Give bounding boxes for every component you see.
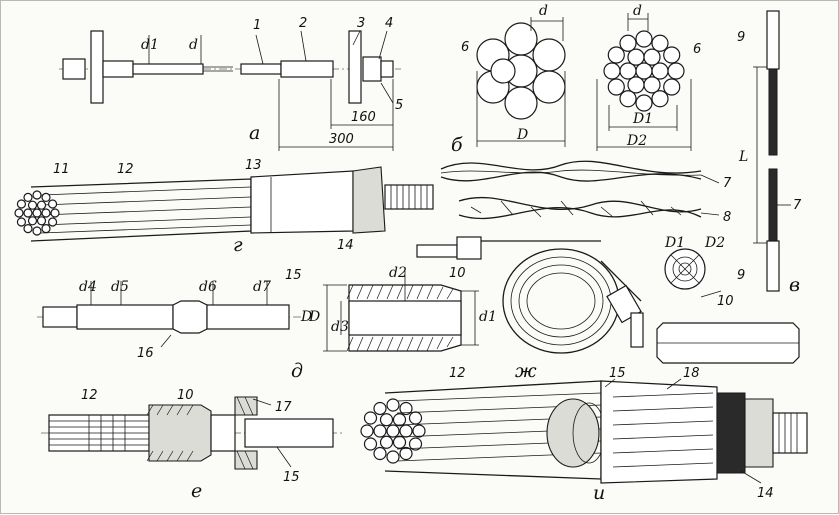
panel-v-letter: в xyxy=(789,274,800,296)
dim-d5: d5 xyxy=(111,279,129,295)
dim-d6: d6 xyxy=(199,279,217,295)
anchor-end-view xyxy=(664,248,722,298)
callout-3: 3 xyxy=(357,16,365,31)
dim-D1-end: D1 xyxy=(664,235,685,251)
callout-9-top: 9 xyxy=(737,30,745,45)
callout-6-right: 6 xyxy=(693,42,701,57)
panel-b-letter: б xyxy=(451,134,463,156)
panel-zh-letter: ж xyxy=(515,360,537,382)
callout-14-g: 14 xyxy=(337,238,354,253)
dim-d4: d4 xyxy=(79,279,97,295)
dim-D-rod: D xyxy=(300,309,312,325)
dim-L: L xyxy=(738,149,748,165)
callout-7-bar: 7 xyxy=(793,198,802,213)
callout-17: 17 xyxy=(275,400,292,415)
callout-18: 18 xyxy=(683,366,700,381)
callout-15-e: 15 xyxy=(283,470,300,485)
callout-14-i: 14 xyxy=(757,486,774,501)
dim-d3-sleeve: d3 xyxy=(331,319,349,335)
callout-15-i: 15 xyxy=(609,366,626,381)
callout-11: 11 xyxy=(53,162,70,177)
callout-6-left: 6 xyxy=(461,40,469,55)
dim-d-strand: d xyxy=(539,3,548,19)
dim-D2-end: D2 xyxy=(704,235,725,251)
dim-d2-sleeve: d2 xyxy=(389,265,407,281)
callout-10-sleeve: 10 xyxy=(449,266,466,281)
callout-4: 4 xyxy=(385,16,393,31)
callout-13: 13 xyxy=(245,158,262,173)
callout-7-rope: 7 xyxy=(723,176,732,191)
twisted-rope-7 xyxy=(440,160,720,184)
dim-d7: d7 xyxy=(253,279,271,295)
dim-d1-label: d1 xyxy=(141,37,159,53)
dim-D-sleeve: D xyxy=(308,309,320,325)
callout-10-e: 10 xyxy=(177,388,194,403)
panel-a-tie-rod xyxy=(59,30,401,151)
panel-i-cutaway xyxy=(360,378,808,484)
dim-d-label: d xyxy=(189,37,198,53)
panel-i-letter: и xyxy=(593,482,605,504)
dim-D-strand: D xyxy=(516,127,528,143)
callout-15-d: 15 xyxy=(285,268,302,283)
callout-1: 1 xyxy=(253,18,261,33)
panel-v-bar xyxy=(753,10,791,292)
callout-12-e: 12 xyxy=(81,388,98,403)
callout-9-bottom: 9 xyxy=(737,268,745,283)
panel-d-letter: д xyxy=(291,360,303,382)
dim-d-bundle: d xyxy=(633,3,642,19)
callout-8: 8 xyxy=(723,210,731,225)
callout-10-end: 10 xyxy=(717,294,734,309)
dim-300: 300 xyxy=(329,132,354,147)
panel-d-threaded-rod xyxy=(37,281,301,348)
panel-d-sleeve xyxy=(323,271,479,352)
panel-g-bundle-anchor xyxy=(14,166,434,242)
callout-12-g: 12 xyxy=(117,162,134,177)
callout-5: 5 xyxy=(395,98,403,113)
panel-e-section xyxy=(41,396,345,470)
dim-d1-sleeve: d1 xyxy=(479,309,497,325)
callout-16: 16 xyxy=(137,346,154,361)
panel-b-strand-section xyxy=(476,17,566,147)
dim-D2-bundle: D2 xyxy=(626,133,647,149)
callout-12-i: 12 xyxy=(449,366,466,381)
panel-g-letter: г xyxy=(233,234,243,256)
panel-b-bundle-section xyxy=(603,30,685,112)
callout-2: 2 xyxy=(299,16,307,31)
dim-D1-bundle: D1 xyxy=(632,111,653,127)
plain-sleeve xyxy=(656,322,800,364)
panel-zh-coil xyxy=(416,236,644,354)
panel-a-letter: а xyxy=(249,122,260,144)
dim-160: 160 xyxy=(351,110,376,125)
twisted-rope-8 xyxy=(458,196,720,220)
panel-e-letter: е xyxy=(191,480,202,502)
